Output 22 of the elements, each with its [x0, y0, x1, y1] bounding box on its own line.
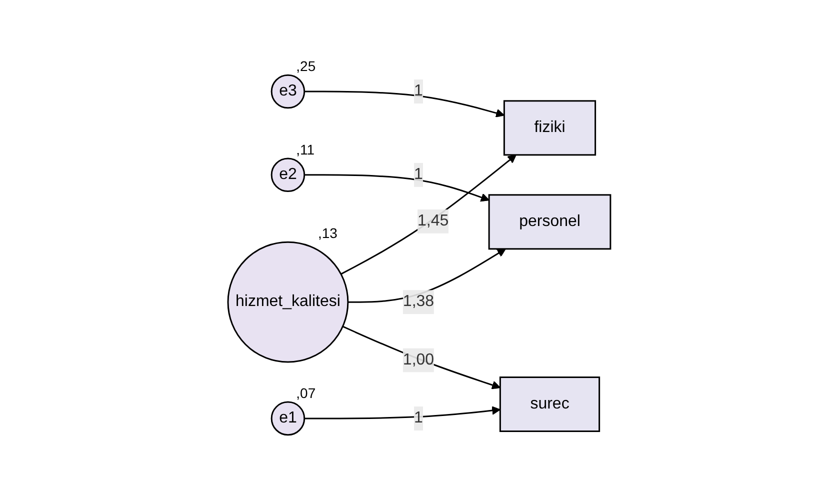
node-box: surec	[499, 376, 600, 432]
arrow	[304, 406, 500, 419]
arrow	[342, 325, 500, 389]
node-circle: hizmet_kalitesi	[227, 240, 348, 362]
node-circle: e3	[270, 74, 305, 108]
variance-label: ,11	[296, 141, 314, 158]
edge-label: 1,00	[402, 350, 434, 368]
edge-label: 1	[414, 165, 423, 182]
arrow	[340, 154, 516, 274]
node-circle: e2	[270, 157, 305, 192]
edge-label: 1,38	[402, 292, 434, 310]
node-circle: e1	[270, 400, 305, 436]
edge-label: 1,45	[417, 212, 448, 229]
variance-label: ,13	[318, 224, 338, 241]
variance-label: ,25	[296, 58, 316, 74]
node-box: personel	[488, 194, 611, 250]
node-box: fiziki	[503, 100, 596, 156]
arrow	[304, 174, 490, 202]
edge-label: 1	[414, 82, 423, 100]
arrow	[304, 90, 504, 117]
variance-label: ,07	[296, 384, 316, 401]
edge-label: 1	[414, 409, 423, 426]
